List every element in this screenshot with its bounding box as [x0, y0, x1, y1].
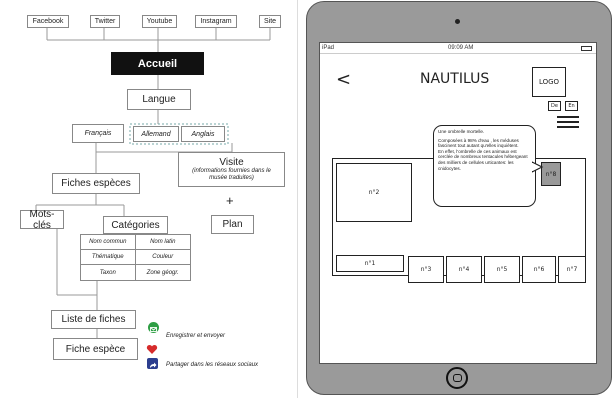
- room-6[interactable]: n°6: [522, 256, 556, 283]
- tablet-screen: iPad 09:09 AM < NAUTILUS LOGO De En n°2 …: [319, 42, 597, 364]
- back-button[interactable]: <: [336, 69, 352, 90]
- info-tooltip: Une ombrelle mortelle. Composées à 98% d…: [433, 125, 536, 207]
- menu-icon[interactable]: [557, 116, 579, 129]
- species-sheets-node[interactable]: Fiches espèces: [52, 173, 140, 194]
- battery-icon: [581, 46, 592, 51]
- logo: LOGO: [532, 67, 566, 97]
- social-twitter[interactable]: Twitter: [90, 15, 120, 28]
- categories-node[interactable]: Catégories: [103, 216, 168, 234]
- category-grid: Nom commun Nom latin Thématique Couleur …: [80, 234, 191, 281]
- category-cell[interactable]: Nom commun: [81, 235, 136, 250]
- language-english[interactable]: Anglais: [181, 126, 225, 142]
- species-sheet-node[interactable]: Fiche espèce: [53, 338, 138, 360]
- share-label: Partager dans les réseaux sociaux: [166, 362, 259, 368]
- page-title: NAUTILUS: [420, 71, 490, 87]
- visit-node[interactable]: Visite (informations fournies dans le mu…: [178, 152, 285, 187]
- category-cell[interactable]: Zone géogr.: [146, 269, 179, 276]
- share-icon[interactable]: [147, 358, 158, 369]
- lang-en-button[interactable]: En: [565, 101, 578, 111]
- status-divider: [320, 53, 596, 54]
- language-node[interactable]: Langue: [127, 89, 191, 110]
- language-french[interactable]: Français: [72, 124, 124, 143]
- category-cell[interactable]: Thématique: [81, 250, 136, 265]
- room-2[interactable]: n°2: [336, 163, 412, 222]
- save-send-icon[interactable]: [148, 322, 159, 333]
- category-cell[interactable]: Nom latin: [135, 235, 190, 250]
- lang-de-button[interactable]: De: [548, 101, 561, 111]
- sheet-list-node[interactable]: Liste de fiches: [51, 310, 136, 329]
- social-facebook[interactable]: Facebook: [27, 15, 69, 28]
- tooltip-title: Une ombrelle mortelle.: [438, 129, 485, 134]
- heart-icon[interactable]: [146, 342, 158, 360]
- home-button[interactable]: [446, 367, 468, 389]
- language-german[interactable]: Allemand: [133, 126, 179, 142]
- plan-node[interactable]: Plan: [211, 215, 254, 234]
- plus-sign: +: [226, 193, 234, 208]
- divider: [297, 0, 298, 398]
- status-carrier: iPad: [322, 45, 335, 51]
- tooltip-body: Composées à 98% d'eau , les méduses fasc…: [438, 137, 528, 171]
- room-7[interactable]: n°7: [558, 256, 586, 283]
- home-node[interactable]: Accueil: [111, 52, 204, 75]
- social-youtube[interactable]: Youtube: [142, 15, 177, 28]
- room-5[interactable]: n°5: [484, 256, 520, 283]
- share-arrow-icon: [150, 362, 157, 368]
- room-3[interactable]: n°3: [408, 256, 444, 283]
- keywords-node[interactable]: Mots-clés: [20, 209, 64, 231]
- save-send-label: Enregistrer et envoyer: [166, 333, 226, 339]
- envelope-icon: [150, 327, 157, 332]
- social-instagram[interactable]: Instagram: [195, 15, 237, 28]
- home-button-icon: [452, 374, 462, 382]
- room-1[interactable]: n°1: [336, 255, 404, 272]
- room-8[interactable]: n°8: [541, 162, 561, 186]
- category-cell[interactable]: Taxon: [81, 265, 136, 280]
- status-time: 09:09 AM: [448, 45, 474, 51]
- tooltip-pointer: [532, 161, 544, 173]
- room-4[interactable]: n°4: [446, 256, 482, 283]
- category-cell[interactable]: Couleur: [135, 250, 190, 265]
- camera-dot: [455, 19, 460, 24]
- social-site[interactable]: Site: [259, 15, 281, 28]
